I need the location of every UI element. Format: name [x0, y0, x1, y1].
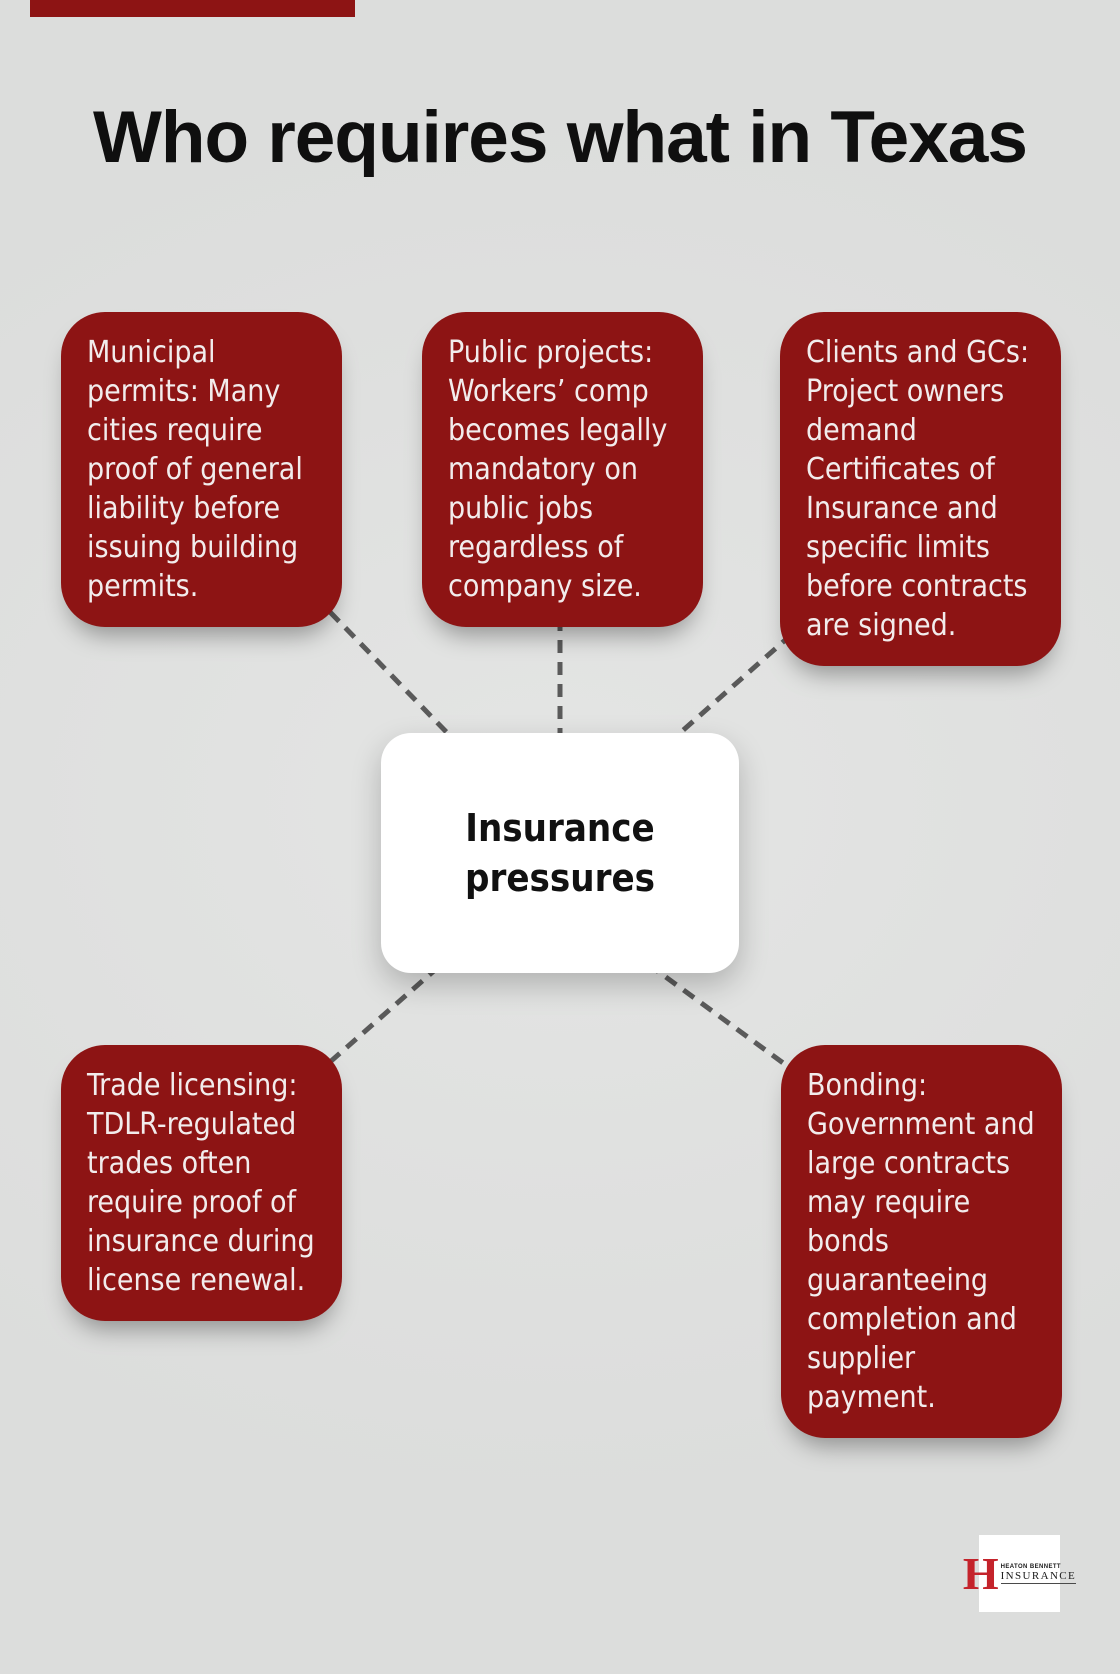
center-node-insurance-pressures: Insurance pressures [381, 733, 739, 973]
node-municipal-permits: Municipal permits: Many cities require p… [61, 312, 342, 627]
connector-municipal-to-center [328, 610, 460, 746]
logo-monogram: H [962, 1547, 999, 1599]
logo-company-type: INSURANCE [1000, 1569, 1077, 1584]
node-public-projects: Public projects: Workers’ comp becomes l… [422, 312, 703, 627]
connector-clients-to-center [661, 632, 794, 750]
brand-logo: H HEATON BENNETT INSURANCE [963, 1535, 1077, 1612]
node-clients-and-gcs: Clients and GCs: Project owners demand C… [780, 312, 1061, 666]
brand-logo-lockup: H HEATON BENNETT INSURANCE [962, 1547, 1077, 1599]
node-trade-licensing: Trade licensing: TDLR-regulated trades o… [61, 1045, 342, 1321]
node-bonding: Bonding: Government and large contracts … [781, 1045, 1062, 1438]
logo-text-block: HEATON BENNETT INSURANCE [1000, 1563, 1077, 1584]
connector-trade-to-center [328, 960, 446, 1064]
top-accent-bar [30, 0, 355, 17]
logo-company-name: HEATON BENNETT [1000, 1563, 1061, 1570]
page-title: Who requires what in Texas [92, 97, 1028, 178]
connector-bonding-to-center [646, 961, 792, 1071]
